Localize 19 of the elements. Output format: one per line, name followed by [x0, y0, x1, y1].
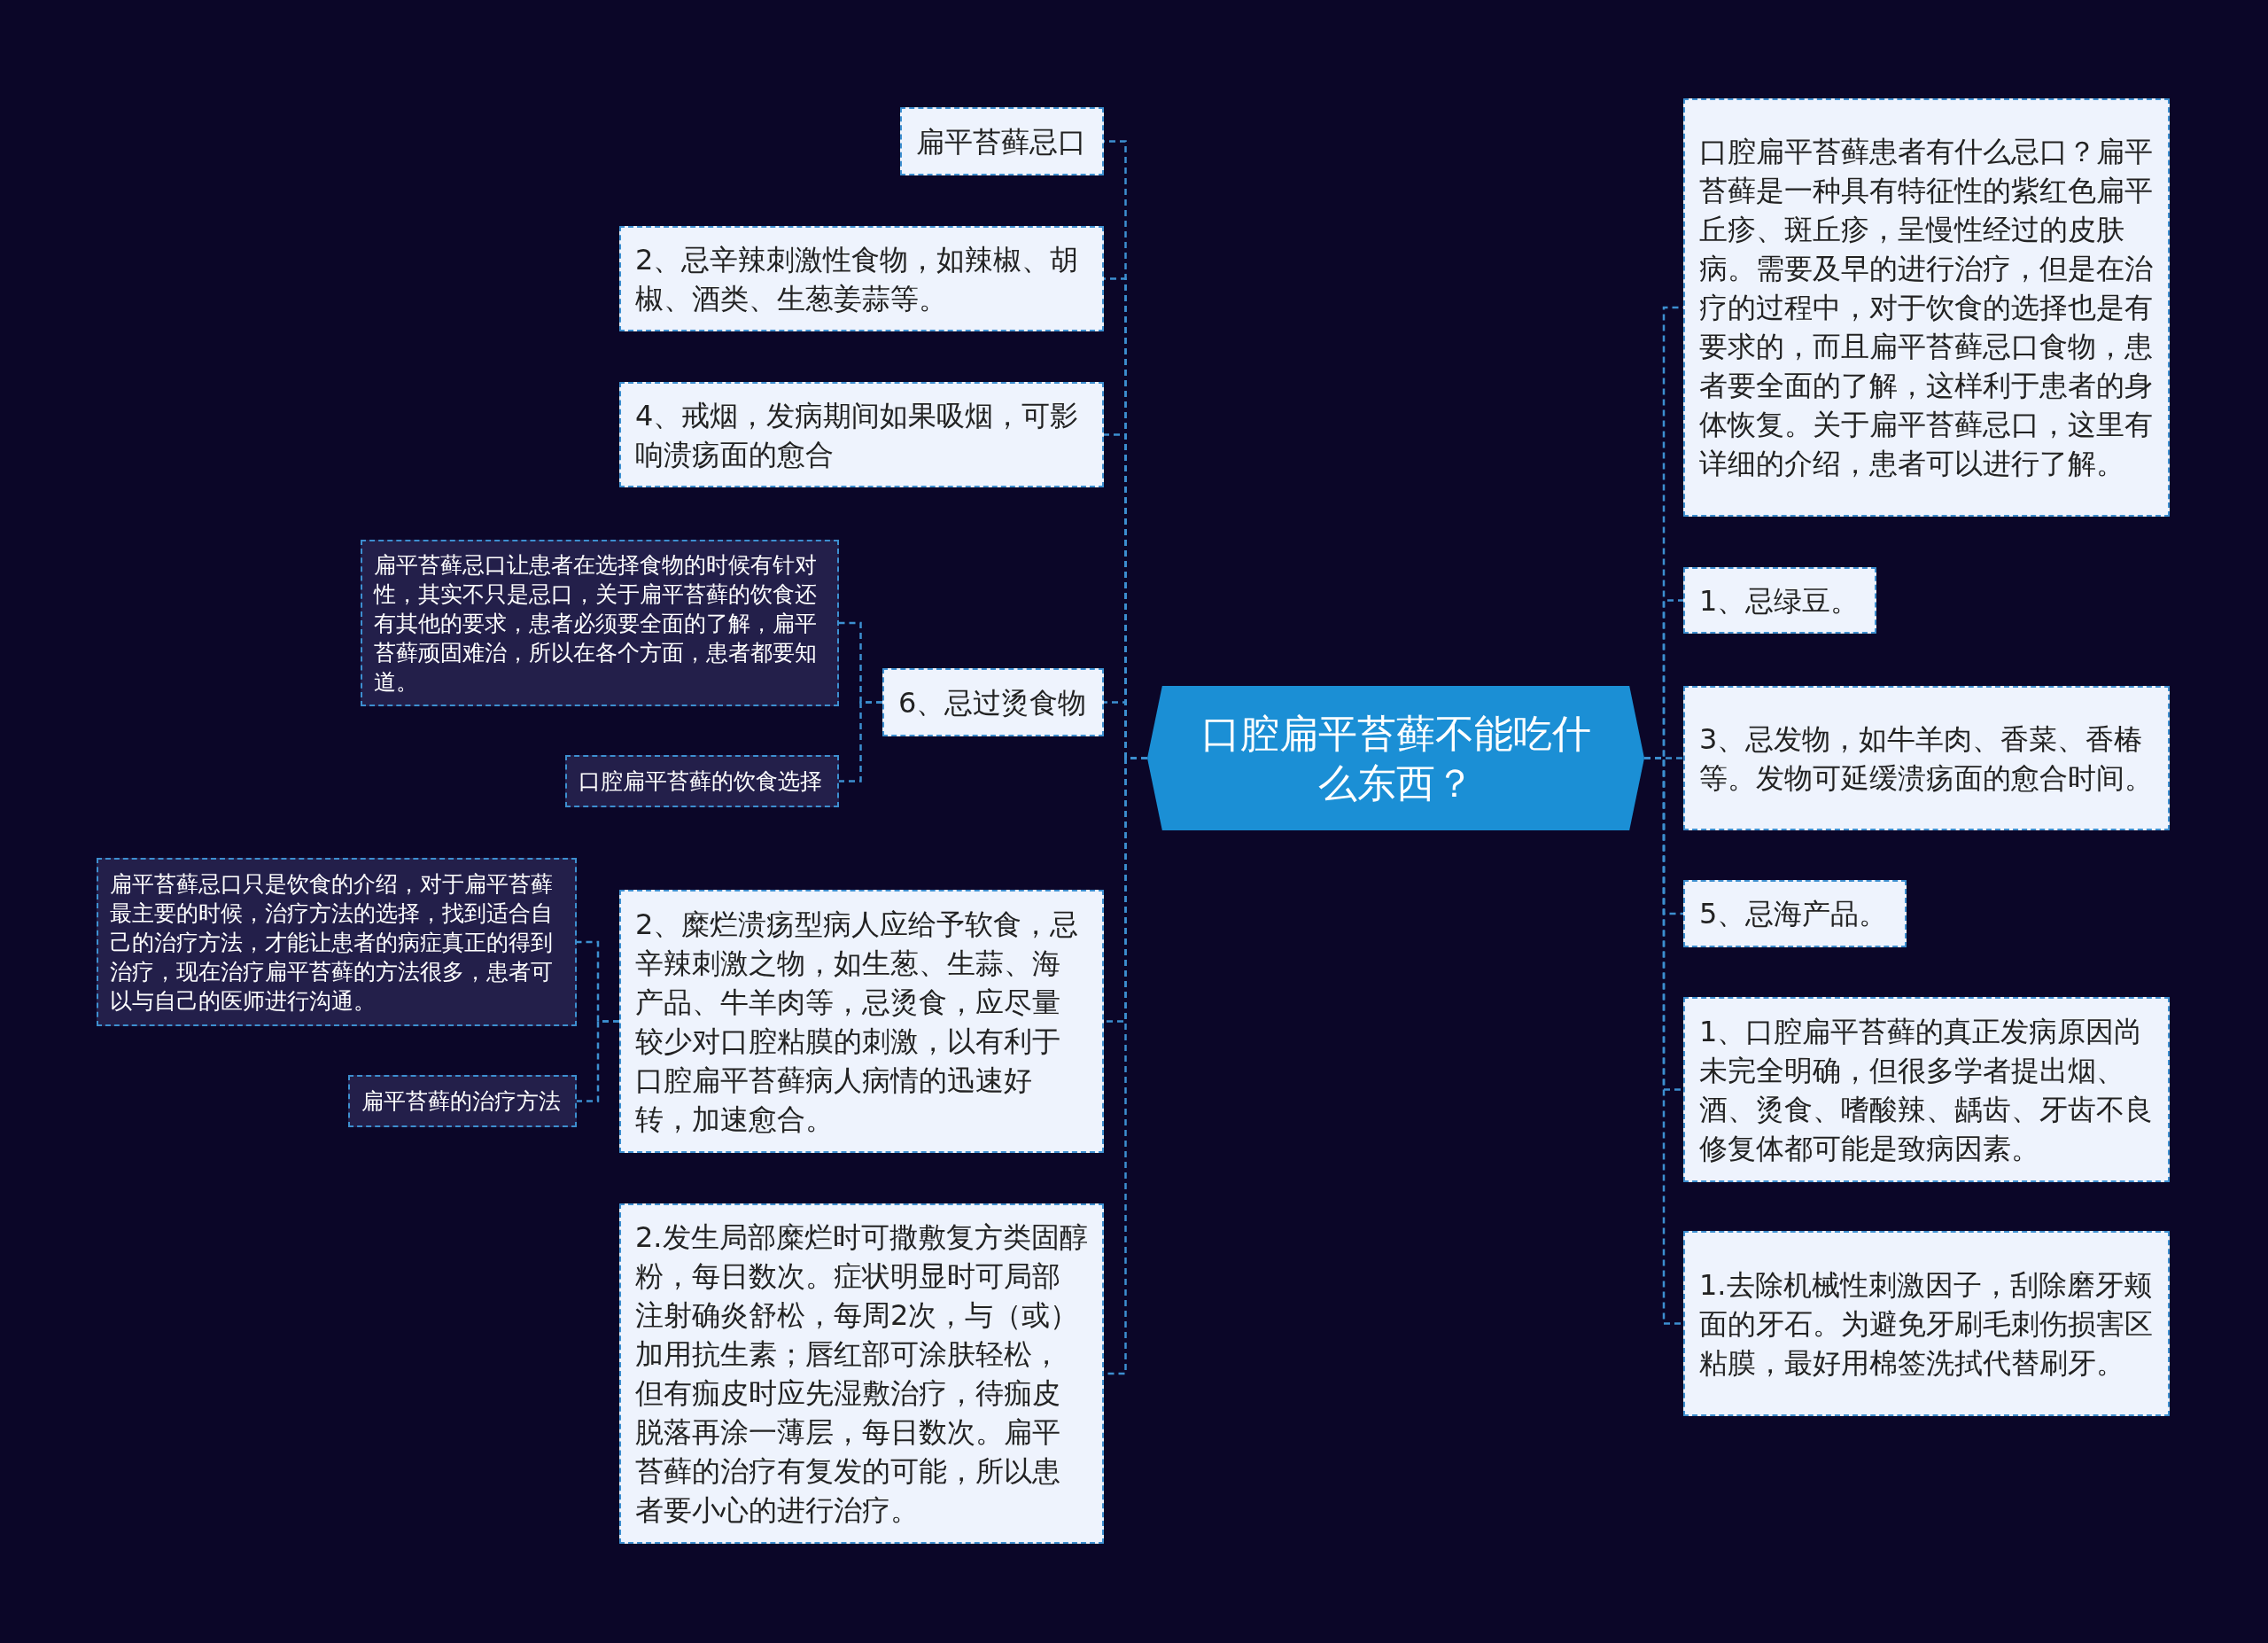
- topic-box: 4、戒烟，发病期间如果吸烟，可影响溃疡面的愈合: [619, 382, 1104, 487]
- connector-line: [839, 701, 882, 783]
- central-topic: 口腔扁平苔藓不能吃什么东西？: [1147, 686, 1644, 830]
- topic-box: 1、口腔扁平苔藓的真正发病原因尚未完全明确，但很多学者提出烟、酒、烫食、嗜酸辣、龋齿、牙齿不良修复体都可能是致病因素。: [1683, 997, 2170, 1182]
- topic-box: 2、忌辛辣刺激性食物，如辣椒、胡椒、酒类、生葱姜蒜等。: [619, 226, 1104, 331]
- connector-line: [577, 1020, 619, 1102]
- note-box: 扁平苔藓忌口只是饮食的介绍，对于扁平苔藓最主要的时候，治疗方法的选择，找到适合自己的治疗方法，才能让患者的病症真正的得到治疗，现在治疗扁平苔藓的方法很多，患者可以与自己的医师进行沟通。: [97, 858, 577, 1026]
- topic-box: 口腔扁平苔藓患者有什么忌口？扁平苔藓是一种具有特征性的紫红色扁平丘疹、斑丘疹，呈慢性经过的皮肤病。需要及早的进行治疗，但是在治疗的过程中，对于饮食的选择也是有要求的，而且扁平苔藓忌口食物，患者要全面的了解，这样利于患者的身体恢复。关于扁平苔藓忌口，这里有详细的介绍，患者可以进行了解。: [1683, 98, 2170, 517]
- note-box: 扁平苔藓忌口让患者在选择食物的时候有针对性，其实不只是忌口，关于扁平苔藓的饮食还有其他的要求，患者必须要全面的了解，扁平苔藓顽固难治，所以在各个方面，患者都要知道。: [361, 540, 839, 706]
- topic-box: 2.发生局部糜烂时可撒敷复方类固醇粉，每日数次。症状明显时可局部注射确炎舒松，每周2次，与（或）加用抗生素；唇红部可涂肤轻松，但有痂皮时应先湿敷治疗，待痂皮脱落再涂一薄层，每日数次。扁平苔藓的治疗有复发的可能，所以患者要小心的进行治疗。: [619, 1203, 1104, 1544]
- topic-box: 6、忌过烫食物: [882, 668, 1104, 736]
- topic-box: 2、糜烂溃疡型病人应给予软食，忌辛辣刺激之物，如生葱、生蒜、海产品、牛羊肉等，忌烫食，应尽量较少对口腔粘膜的刺激，以有利于口腔扁平苔藓病人病情的迅速好转，加速愈合。: [619, 890, 1104, 1153]
- topic-box: 5、忌海产品。: [1683, 880, 1907, 947]
- topic-box: 1、忌绿豆。: [1683, 567, 1876, 634]
- topic-box: 扁平苔藓忌口: [900, 107, 1104, 175]
- topic-box: 3、忌发物，如牛羊肉、香菜、香椿等。发物可延缓溃疡面的愈合时间。: [1683, 686, 2170, 830]
- note-box: 扁平苔藓的治疗方法: [348, 1075, 577, 1127]
- topic-box: 1.去除机械性刺激因子，刮除磨牙颊面的牙石。为避免牙刷毛刺伤损害区粘膜，最好用棉签洗拭代替刷牙。: [1683, 1231, 2170, 1416]
- note-box: 口腔扁平苔藓的饮食选择: [565, 755, 839, 807]
